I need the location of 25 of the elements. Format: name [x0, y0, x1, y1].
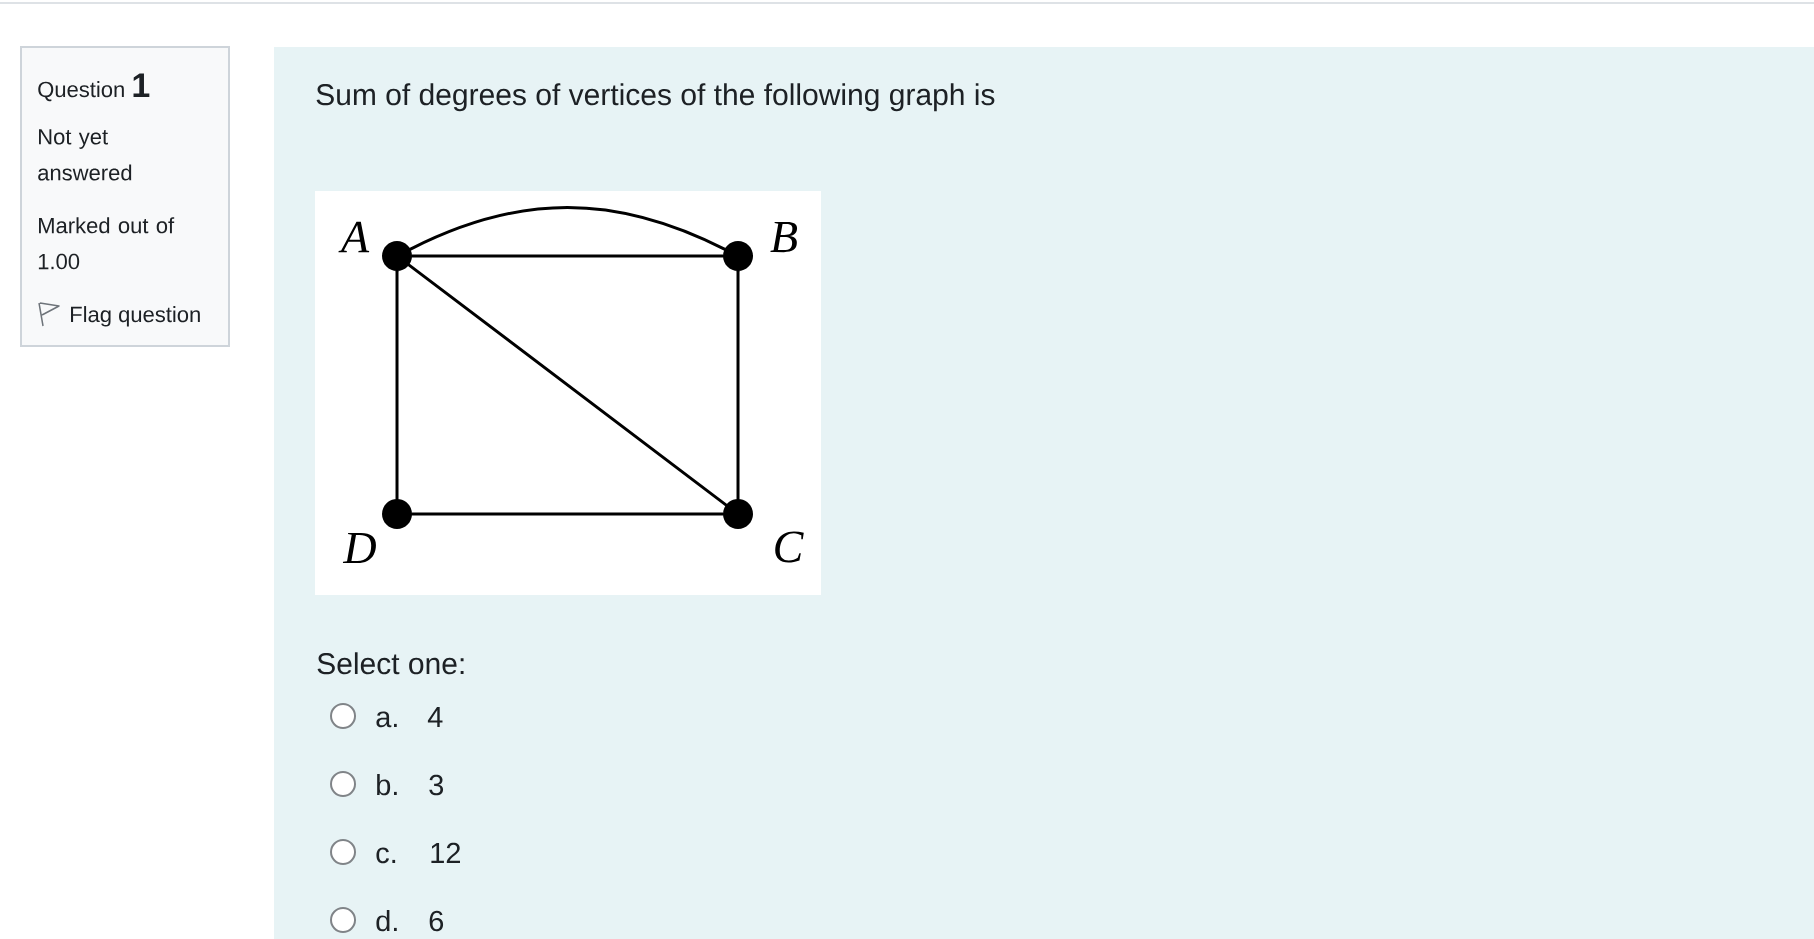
graph-edge: [409, 205, 726, 251]
flag-question-link: Flag question: [71, 306, 200, 327]
vertex-label: C: [775, 531, 804, 563]
graph-edge: [736, 269, 740, 501]
option-value: 12: [431, 842, 460, 863]
graph-edge: [410, 512, 725, 516]
option-letter: b.: [377, 774, 397, 796]
graph-edge: [395, 269, 399, 501]
prompt-text: Select one:: [317, 652, 464, 675]
option-value: 4: [427, 707, 443, 727]
vertex-label: A: [338, 221, 370, 253]
option-letter: d.: [376, 910, 397, 932]
option-value: 6: [429, 910, 444, 932]
graph-edge: [407, 263, 728, 507]
graph-image: [315, 191, 821, 595]
option-letter: a.: [376, 711, 397, 728]
mark-text: Marked out of 1.00: [38, 217, 175, 270]
option-letter: c.: [376, 847, 396, 864]
question-number: Question 1: [38, 73, 150, 102]
vertex-label: B: [770, 221, 798, 253]
status-text: Not yet answered: [38, 129, 132, 181]
vertex-label: D: [342, 532, 376, 564]
graph-edge: [410, 254, 725, 258]
option-value: 3: [429, 774, 444, 796]
question-text: Sum of degrees of vertices of the following graph is: [316, 83, 995, 112]
